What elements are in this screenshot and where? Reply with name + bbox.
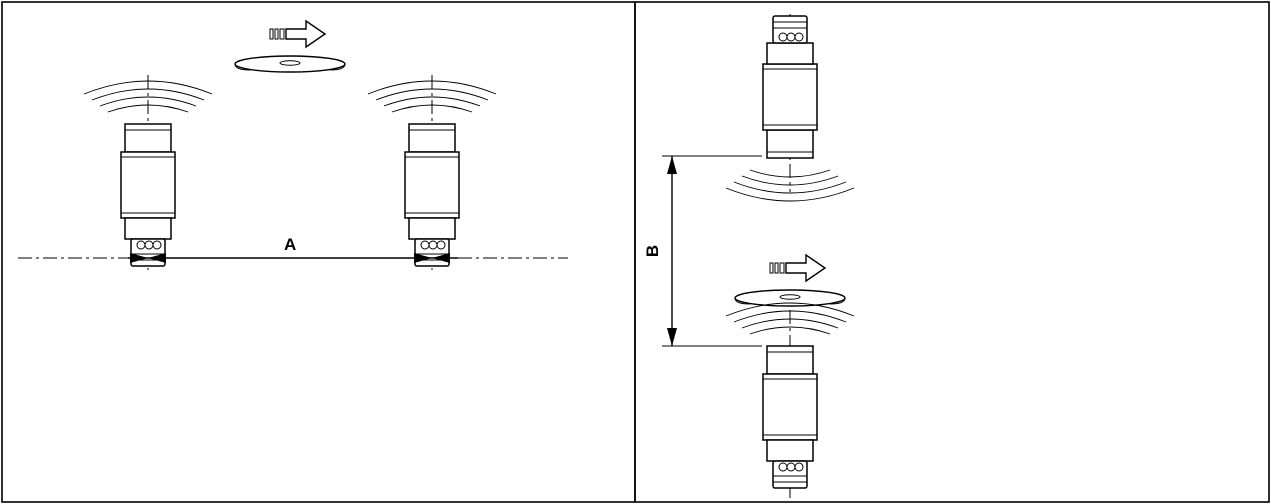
dimension-a: A xyxy=(18,235,568,263)
target-disc-left xyxy=(234,20,346,73)
left-panel-frame xyxy=(1,1,636,503)
left-panel: A xyxy=(18,20,568,270)
right-panel: B xyxy=(643,14,855,498)
target-disc-right xyxy=(734,254,846,307)
dimension-label-b: B xyxy=(643,245,662,257)
sensor-right-lower xyxy=(725,302,855,498)
sensor-right-upper xyxy=(726,14,854,201)
sensor-left-2 xyxy=(367,75,497,270)
dimension-label-a: A xyxy=(284,235,296,254)
sensor-left-1 xyxy=(83,75,213,270)
right-panel-frame xyxy=(634,1,1270,503)
dimension-b: B xyxy=(643,155,762,347)
